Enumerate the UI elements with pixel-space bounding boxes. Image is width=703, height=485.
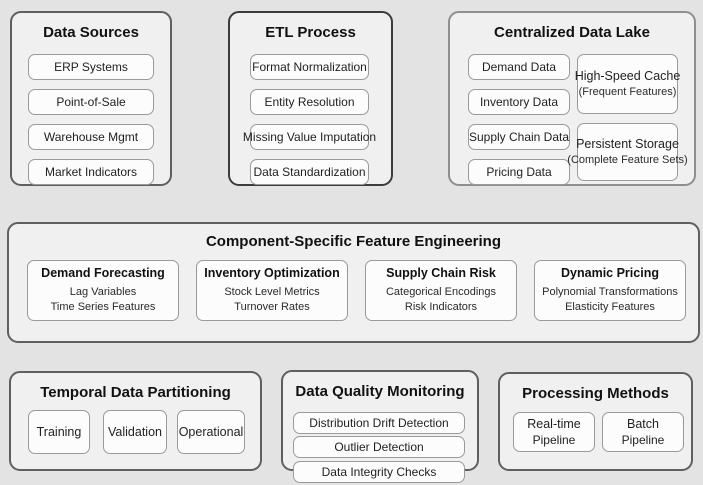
component-feature: Polynomial Transformations bbox=[542, 286, 678, 298]
temporal-partitioning-panel: Temporal Data Partitioning Training Vali… bbox=[9, 371, 262, 471]
data-sources-title: Data Sources bbox=[43, 24, 139, 41]
storage-subtitle: (Complete Feature Sets) bbox=[567, 154, 688, 166]
feature-component-inventory-optimization: Inventory Optimization Stock Level Metri… bbox=[196, 260, 348, 321]
data-lake-storage-item: Persistent Storage (Complete Feature Set… bbox=[567, 123, 688, 181]
data-source-item: Market Indicators bbox=[28, 159, 154, 185]
component-title: Supply Chain Risk bbox=[386, 266, 496, 280]
component-title: Inventory Optimization bbox=[204, 266, 340, 280]
pipeline-line1: Real-time bbox=[527, 417, 581, 431]
quality-monitoring-title: Data Quality Monitoring bbox=[295, 383, 465, 400]
etl-process-panel: ETL Process Format Normalization Entity … bbox=[228, 11, 393, 186]
component-feature: Categorical Encodings bbox=[385, 286, 497, 298]
component-feature: Lag Variables bbox=[69, 286, 137, 298]
feature-engineering-panel: Component-Specific Feature Engineering D… bbox=[7, 222, 700, 343]
quality-monitoring-panel: Data Quality Monitoring Distribution Dri… bbox=[281, 370, 479, 483]
etl-step-item: Entity Resolution bbox=[250, 89, 369, 115]
processing-methods-title: Processing Methods bbox=[522, 385, 669, 402]
component-feature: Elasticity Features bbox=[565, 301, 655, 313]
data-source-item: ERP Systems bbox=[28, 54, 154, 80]
quality-check-item: Distribution Drift Detection bbox=[293, 412, 465, 434]
feature-component-dynamic-pricing: Dynamic Pricing Polynomial Transformatio… bbox=[534, 260, 686, 321]
feature-engineering-title: Component-Specific Feature Engineering bbox=[205, 233, 502, 250]
component-feature: Stock Level Metrics bbox=[224, 286, 320, 298]
pipeline-line2: Pipeline bbox=[621, 433, 665, 447]
component-feature: Time Series Features bbox=[50, 301, 156, 313]
component-title: Demand Forecasting bbox=[41, 266, 165, 280]
etl-step-item: Data Standardization bbox=[250, 159, 369, 185]
feature-component-demand-forecasting: Demand Forecasting Lag Variables Time Se… bbox=[27, 260, 179, 321]
data-lake-storage-item: High-Speed Cache (Frequent Features) bbox=[574, 54, 681, 114]
storage-title: Persistent Storage bbox=[576, 137, 679, 151]
partition-item: Training bbox=[28, 410, 90, 454]
data-lake-panel: Centralized Data Lake Demand Data Invent… bbox=[448, 11, 696, 186]
temporal-partitioning-title: Temporal Data Partitioning bbox=[40, 384, 231, 401]
component-feature: Risk Indicators bbox=[404, 301, 478, 313]
data-sources-panel: Data Sources ERP Systems Point-of-Sale W… bbox=[10, 11, 172, 186]
data-source-item: Warehouse Mgmt bbox=[28, 124, 154, 150]
data-lake-item: Inventory Data bbox=[468, 89, 570, 115]
pipeline-item-realtime: Real-time Pipeline bbox=[513, 412, 595, 452]
data-source-item: Point-of-Sale bbox=[28, 89, 154, 115]
data-lake-item: Pricing Data bbox=[468, 159, 570, 185]
quality-check-item: Outlier Detection bbox=[293, 436, 465, 458]
data-lake-title: Centralized Data Lake bbox=[494, 24, 650, 41]
pipeline-line2: Pipeline bbox=[532, 433, 576, 447]
quality-check-item: Data Integrity Checks bbox=[293, 461, 465, 483]
data-lake-item: Supply Chain Data bbox=[468, 124, 570, 150]
storage-title: High-Speed Cache bbox=[574, 69, 681, 83]
feature-component-supply-chain-risk: Supply Chain Risk Categorical Encodings … bbox=[365, 260, 517, 321]
component-title: Dynamic Pricing bbox=[561, 266, 659, 280]
etl-step-item: Missing Value Imputation bbox=[243, 124, 376, 150]
storage-subtitle: (Frequent Features) bbox=[578, 86, 677, 98]
component-feature: Turnover Rates bbox=[234, 301, 310, 313]
processing-methods-panel: Processing Methods Real-time Pipeline Ba… bbox=[498, 372, 693, 471]
pipeline-line1: Batch bbox=[627, 417, 659, 431]
pipeline-item-batch: Batch Pipeline bbox=[602, 412, 684, 452]
partition-item: Operational bbox=[177, 410, 245, 454]
etl-step-item: Format Normalization bbox=[250, 54, 369, 80]
partition-item: Validation bbox=[103, 410, 167, 454]
etl-process-title: ETL Process bbox=[265, 24, 356, 41]
data-lake-item: Demand Data bbox=[468, 54, 570, 80]
